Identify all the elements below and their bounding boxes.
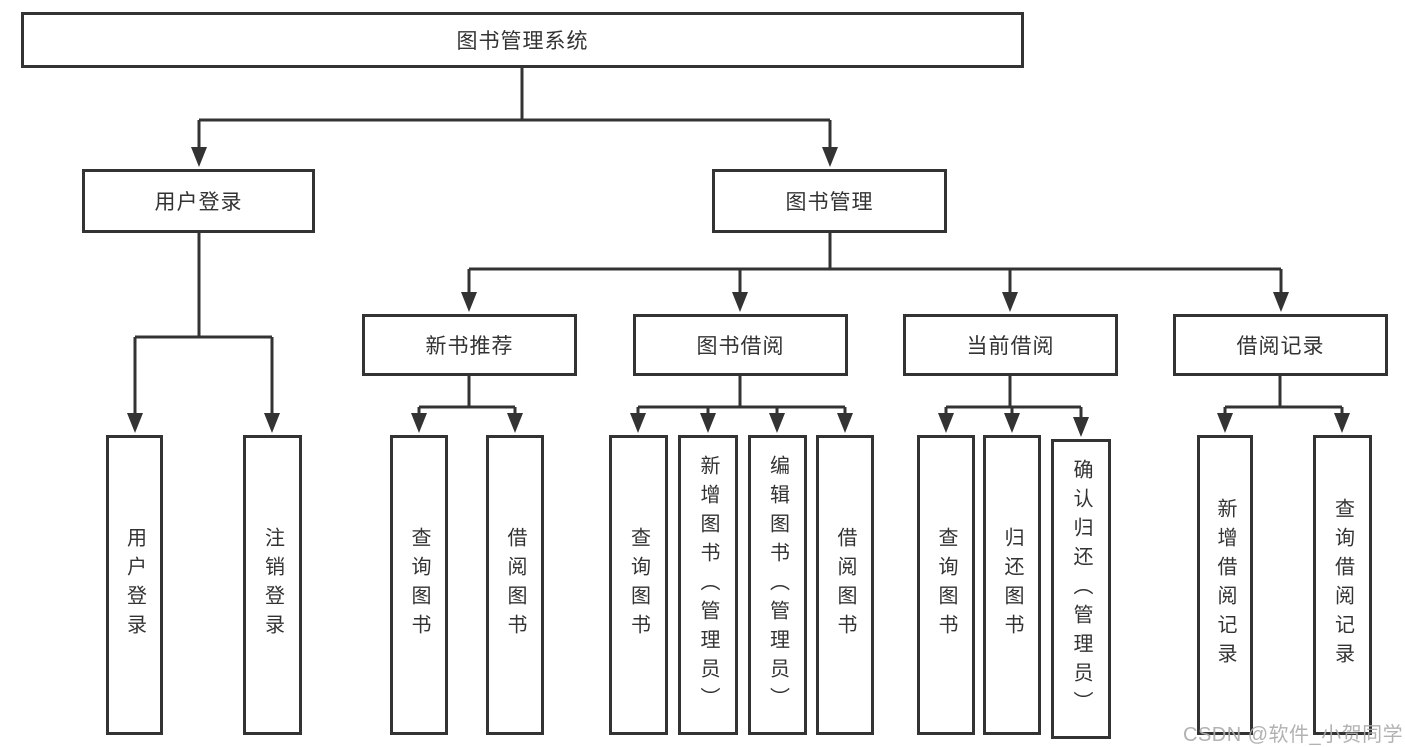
- node-label: 图书管理系统: [456, 30, 589, 53]
- node-user-login: 用户登录: [82, 169, 315, 233]
- leaf-return-books: 归还图书: [983, 435, 1041, 735]
- leaf-user-login: 用户登录: [106, 435, 163, 735]
- leaf-label: 注销登录: [261, 527, 284, 643]
- leaf-logout: 注销登录: [243, 435, 302, 735]
- node-current-borrow: 当前借阅: [903, 314, 1118, 376]
- leaf-edit-books-admin: 编辑图书（管理员）: [748, 435, 807, 735]
- leaf-label: 查询图书: [627, 527, 650, 643]
- node-label: 用户登录: [154, 191, 243, 214]
- leaf-label: 新增借阅记录: [1214, 498, 1236, 672]
- leaf-label: 查询图书: [408, 527, 430, 643]
- leaf-query-books-1: 查询图书: [390, 435, 448, 735]
- node-label: 当前借阅: [966, 335, 1055, 358]
- node-borrow-records: 借阅记录: [1173, 314, 1388, 376]
- leaf-label: 用户登录: [123, 527, 146, 643]
- leaf-borrow-books-2: 借阅图书: [816, 435, 874, 735]
- node-book-management: 图书管理: [712, 169, 947, 233]
- leaf-borrow-books-1: 借阅图书: [486, 435, 544, 735]
- leaf-confirm-return-admin: 确认归还（管理员）: [1051, 439, 1111, 739]
- leaf-query-books-3: 查询图书: [917, 435, 975, 735]
- leaf-add-borrow-record: 新增借阅记录: [1197, 435, 1253, 735]
- csdn-watermark: CSDN @软件_小贺同学: [1183, 724, 1404, 746]
- node-new-book-recommend: 新书推荐: [362, 314, 577, 376]
- leaf-label: 确认归还（管理员）: [1070, 458, 1092, 720]
- leaf-label: 编辑图书（管理员）: [766, 454, 789, 716]
- leaf-label: 新增图书（管理员）: [697, 454, 719, 716]
- node-label: 新书推荐: [425, 335, 514, 358]
- leaf-label: 归还图书: [1001, 527, 1023, 643]
- node-root-system: 图书管理系统: [21, 12, 1024, 68]
- node-label: 图书管理: [785, 191, 874, 214]
- node-label: 借阅记录: [1236, 335, 1325, 358]
- leaf-label: 借阅图书: [504, 527, 526, 643]
- leaf-label: 查询借阅记录: [1331, 498, 1354, 672]
- leaf-query-books-2: 查询图书: [609, 435, 668, 735]
- leaf-label: 查询图书: [935, 527, 957, 643]
- leaf-query-borrow-record: 查询借阅记录: [1313, 435, 1372, 735]
- leaf-label: 借阅图书: [834, 527, 856, 643]
- node-label: 图书借阅: [696, 335, 785, 358]
- leaf-add-books-admin: 新增图书（管理员）: [678, 435, 738, 735]
- node-book-borrow: 图书借阅: [633, 314, 848, 376]
